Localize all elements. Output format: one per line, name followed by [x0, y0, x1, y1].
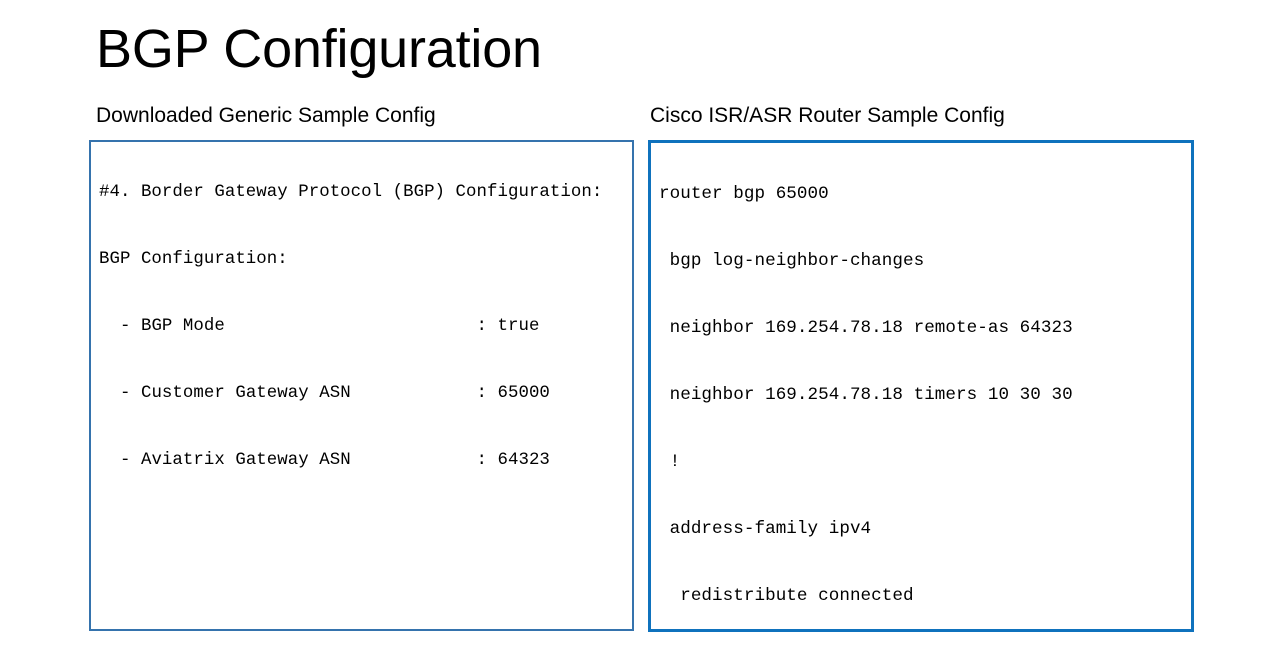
code-line: !	[659, 452, 681, 472]
left-panel-heading: Downloaded Generic Sample Config	[96, 104, 436, 127]
right-panel-heading: Cisco ISR/ASR Router Sample Config	[650, 104, 1005, 127]
code-line: #4. Border Gateway Protocol (BGP) Config…	[99, 183, 603, 202]
right-code-text: router bgp 65000 bgp log-neighbor-change…	[651, 143, 1191, 629]
code-line: address-family ipv4	[659, 519, 872, 539]
code-line: - Aviatrix Gateway ASN : 64323	[99, 451, 550, 470]
code-line: - BGP Mode : true	[99, 317, 540, 336]
page-title: BGP Configuration	[96, 19, 542, 79]
code-line: router bgp 65000	[659, 184, 829, 204]
left-code-box: #4. Border Gateway Protocol (BGP) Config…	[89, 140, 634, 631]
code-line: - Customer Gateway ASN : 65000	[99, 384, 550, 403]
left-code-text: #4. Border Gateway Protocol (BGP) Config…	[91, 142, 632, 506]
code-line: neighbor 169.254.78.18 timers 10 30 30	[659, 385, 1073, 405]
code-line: BGP Configuration:	[99, 250, 288, 269]
code-line: redistribute connected	[659, 586, 914, 606]
code-line: bgp log-neighbor-changes	[659, 251, 925, 271]
code-line: neighbor 169.254.78.18 remote-as 64323	[659, 318, 1073, 338]
right-code-box: router bgp 65000 bgp log-neighbor-change…	[648, 140, 1194, 632]
